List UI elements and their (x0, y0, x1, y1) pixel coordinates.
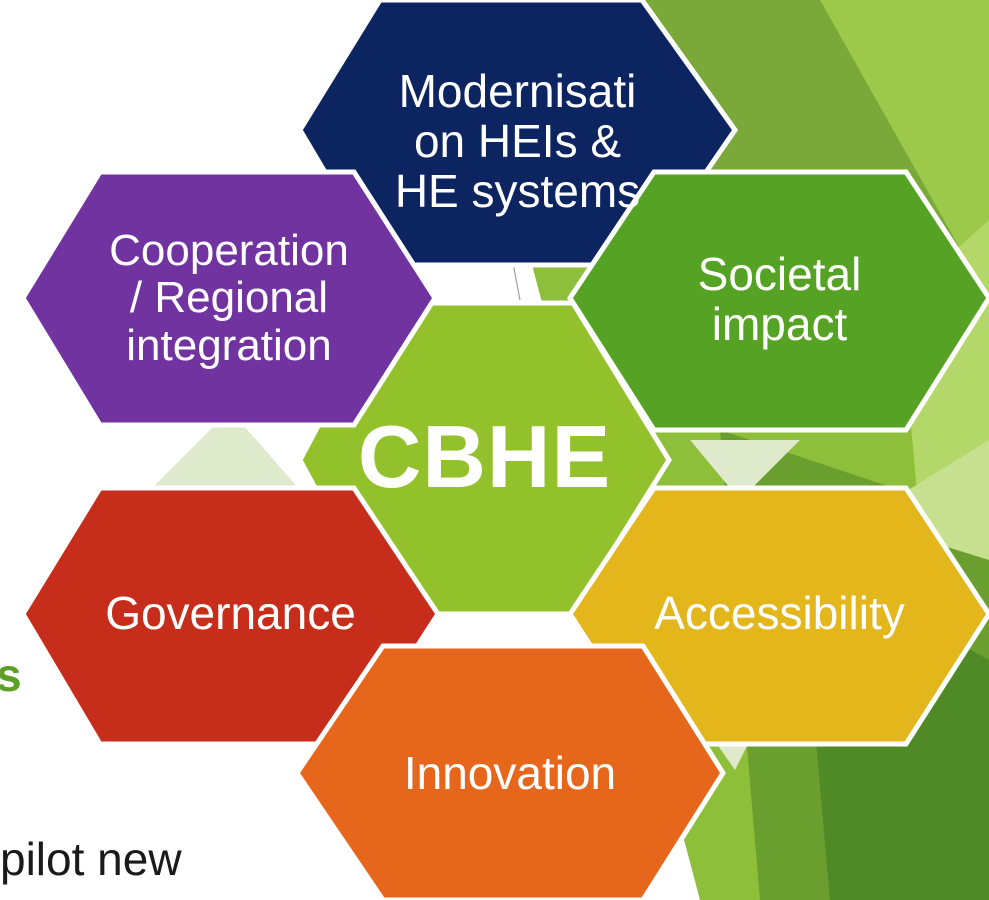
partial-heading-fragment: s (0, 649, 22, 701)
hex-cooperation (20, 169, 438, 428)
hex-accessibility-label: Accessibility (654, 587, 905, 640)
hex-governance-label: Governance (105, 587, 356, 640)
hex-cooperation-label: Cooperation / Regional integration (109, 225, 349, 370)
hex-innovation-label: Innovation (403, 747, 617, 800)
hex-modernisation-label: Modernisati on HEIs & HE systems (394, 65, 641, 217)
hex-innovation (293, 643, 726, 900)
partial-body-text-fragment: pilot new (0, 833, 182, 885)
hex-center-label: CBHE (357, 407, 612, 507)
hex-societal-label: Societal impact (697, 248, 862, 350)
pale-triangle-right (690, 440, 800, 500)
green-panel-highlight (820, 0, 989, 300)
hex-societal (567, 169, 989, 433)
hex-accessibility (567, 485, 989, 747)
pale-triangle-left (150, 410, 300, 490)
